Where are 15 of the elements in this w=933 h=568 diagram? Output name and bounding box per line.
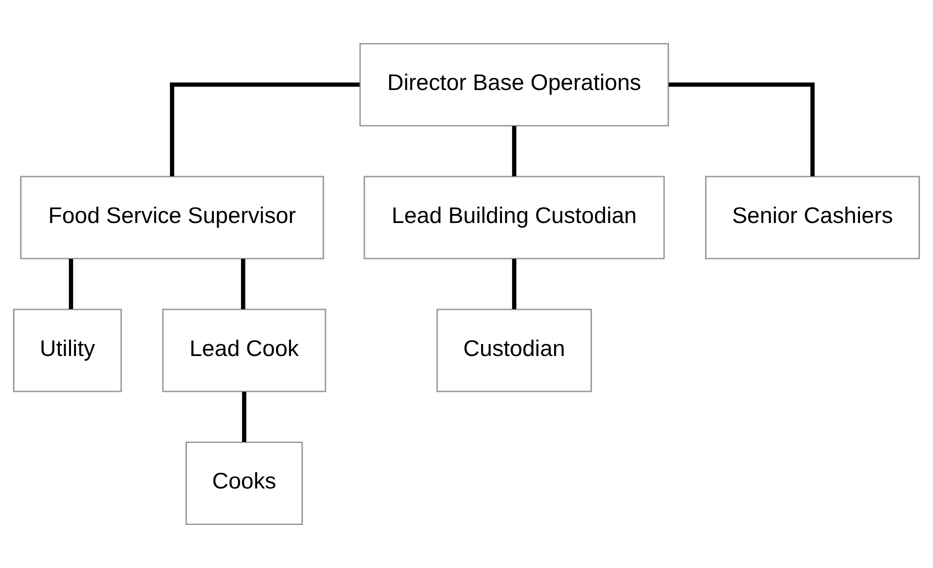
connector [668,82,815,176]
node-box: Lead Building Custodian [364,176,665,260]
node-box: Director Base Operations [359,42,670,126]
node-box: Utility [13,308,122,392]
node-box: Lead Cook [162,308,326,392]
node-box: Food Service Supervisor [20,176,324,260]
connector [512,258,516,310]
node-box: Custodian [436,308,592,392]
connector [512,126,516,176]
connector [241,258,246,310]
connector [170,82,360,176]
connector [68,258,74,310]
node-box: Senior Cashiers [705,176,920,260]
node-box: Cooks [186,442,303,526]
connector [242,392,246,442]
